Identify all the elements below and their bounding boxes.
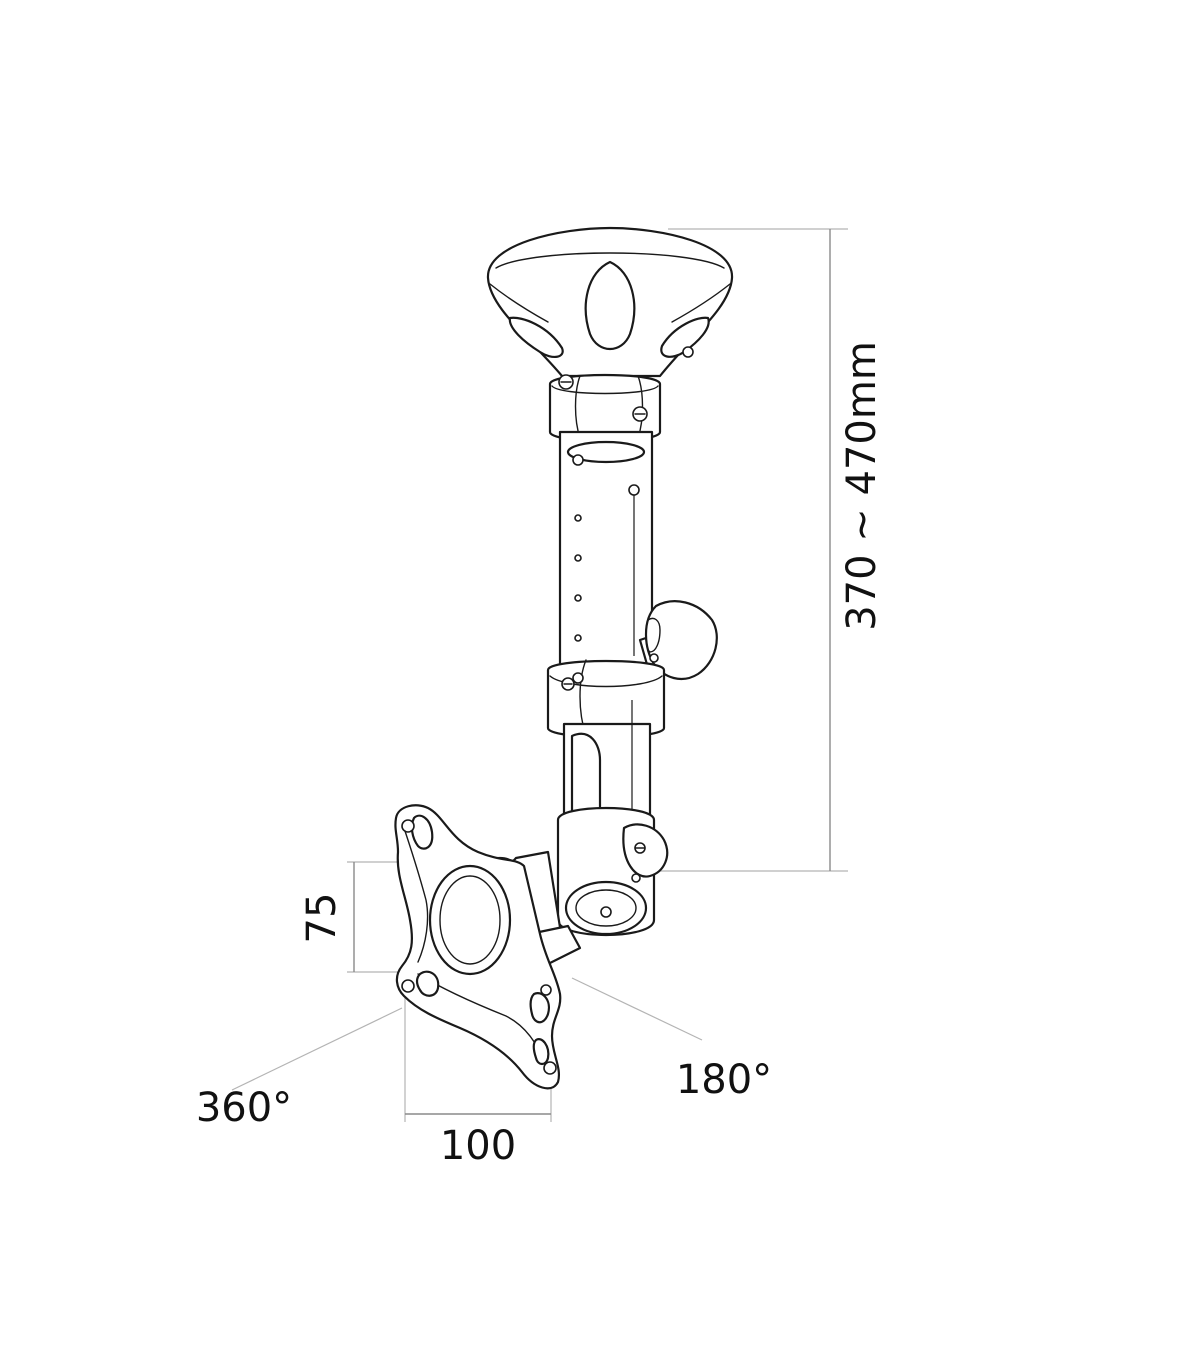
vesa-plate	[394, 804, 562, 1090]
vesa-hole-2	[401, 979, 415, 993]
inner-tube	[562, 700, 652, 840]
plate-cutout-center	[584, 260, 636, 350]
vesa-height-label: 75	[299, 892, 345, 944]
height-range-label: 370 ~ 470mm	[839, 341, 885, 631]
plate-cutout-left	[508, 316, 564, 358]
tilt-angle-label: 180°	[675, 1057, 773, 1103]
ceiling-plate	[486, 226, 734, 378]
vesa-width-label: 100	[439, 1123, 517, 1169]
vesa-slot-top-left	[410, 814, 434, 850]
angle-leader-lines	[231, 977, 703, 1091]
swivel-angle-label: 360°	[195, 1085, 293, 1131]
adjust-hole-1	[574, 514, 582, 522]
vesa-slot-right	[529, 992, 550, 1024]
vesa-hole-1	[401, 819, 415, 833]
vesa-slot-bottom-left	[415, 970, 440, 997]
outer-tube	[558, 430, 654, 680]
adjust-hole-2	[574, 554, 582, 562]
tilt-joint	[556, 806, 669, 937]
adjust-hole-4	[574, 634, 582, 642]
height-dimension	[658, 228, 848, 872]
vesa-hole-3	[543, 1061, 557, 1075]
height-adjust-knob	[638, 600, 718, 681]
vesa-hole-4	[540, 984, 552, 996]
plate-cutout-right	[660, 316, 710, 358]
lower-collar-screw-2	[572, 672, 584, 684]
vesa-slot-bottom	[532, 1038, 550, 1066]
adjust-hole-3	[574, 594, 582, 602]
